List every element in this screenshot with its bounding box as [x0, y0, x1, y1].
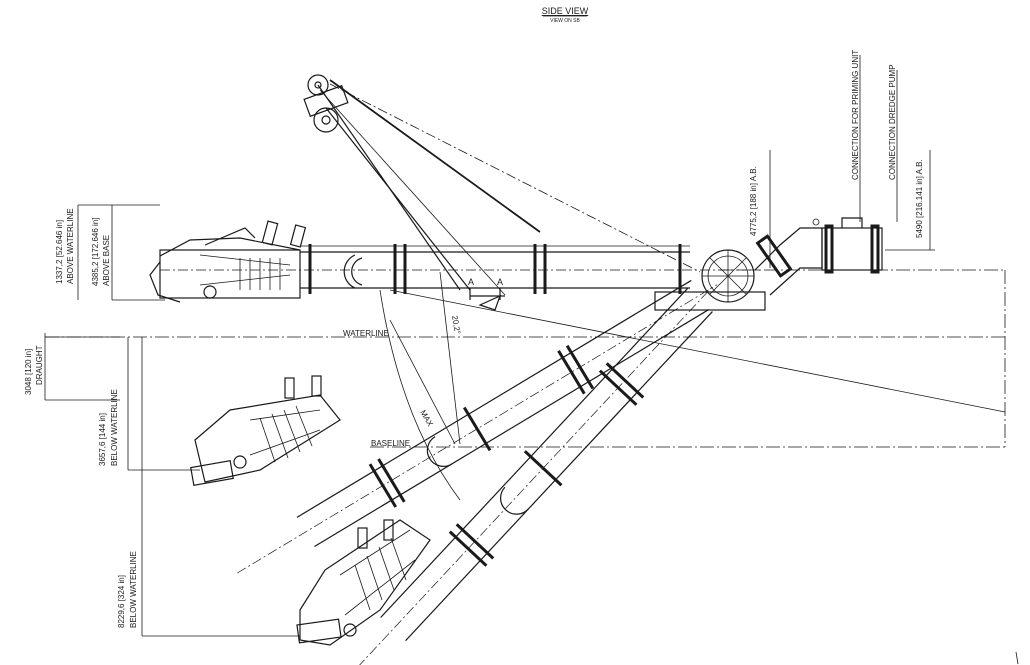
pump-height-dimension: 5490 [216.141 in] A.B. — [915, 159, 924, 238]
dredge-pump-callout: CONNECTION DREDGE PUMP — [888, 64, 897, 180]
above-base-label: ABOVE BASE — [102, 235, 111, 286]
baseline-reference — [370, 270, 1006, 448]
below-waterline-1-value: 3657,6 [144 in] — [98, 413, 107, 466]
dimension-lines-left — [45, 204, 300, 637]
below-waterline-2-value: 8229,6 [324 in] — [117, 575, 126, 628]
baseline-label: BASELINE — [371, 439, 410, 448]
section-a-left: A — [468, 277, 474, 287]
above-waterline-label: ABOVE WATERLINE — [66, 208, 75, 284]
below-waterline-2-label: BELOW WATERLINE — [129, 551, 138, 628]
max-label: MAX — [418, 409, 435, 429]
hoist-gantry — [303, 74, 701, 296]
ladder-lowered — [345, 285, 714, 665]
cutter-head-lowered — [296, 519, 431, 646]
ladder-intermediate — [236, 279, 718, 574]
below-waterline-1-label: BELOW WATERLINE — [110, 389, 119, 466]
waterline-reference — [44, 333, 1005, 400]
pivot-height-dimension: 4775,2 [188 in] A.B. — [749, 166, 758, 236]
waterline-label: WATERLINE — [343, 329, 389, 338]
draught-value: 3048 [120 in] — [24, 349, 33, 395]
priming-unit-callout: CONNECTION FOR PRIMING UNIT — [851, 50, 860, 180]
cutter-head-raised — [149, 220, 307, 303]
drawing-subtitle: VIEW ON SB — [550, 18, 580, 24]
pivot-assembly — [654, 217, 883, 311]
drawing-title: SIDE VIEW — [542, 6, 589, 16]
section-marker — [439, 271, 505, 445]
above-base-value: 4385,2 [172.646 in] — [91, 217, 100, 286]
angle-label: 20,2° — [450, 315, 462, 335]
section-a-right: A — [497, 277, 503, 287]
above-waterline-value: 1337,2 [52.646 in] — [55, 220, 64, 284]
cutter-head-intermediate — [190, 375, 341, 487]
draught-label: DRAUGHT — [35, 345, 44, 385]
